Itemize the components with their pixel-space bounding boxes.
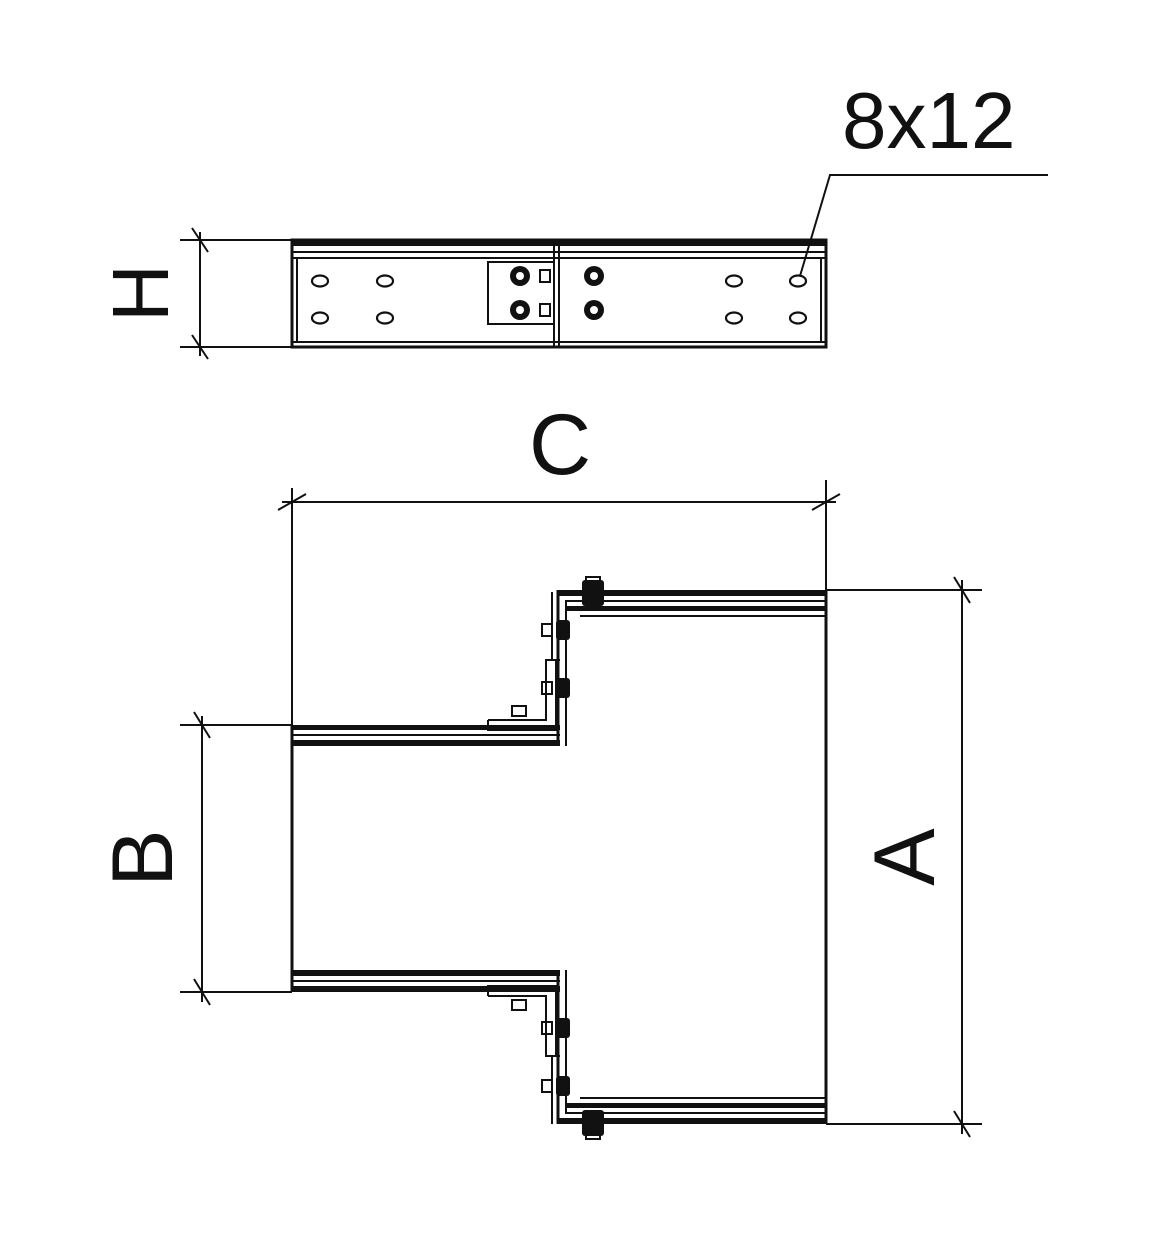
- wide-top-wall-lower: [566, 606, 826, 611]
- bolt-icon: [556, 1018, 570, 1038]
- top-bolts: [511, 576, 604, 717]
- side-elevation-view: H 8x12: [96, 76, 1048, 360]
- nut-icon: [541, 1079, 553, 1093]
- bolt-icon: [556, 1076, 570, 1096]
- wide-top-wall: [558, 590, 826, 596]
- height-label: H: [96, 264, 185, 322]
- dim-a-tick-top: [953, 576, 971, 604]
- hole-size-label: 8x12: [842, 76, 1015, 165]
- nut-icon: [539, 269, 551, 283]
- bolt-center: [516, 306, 524, 314]
- dim-h-tick-bottom: [191, 334, 209, 360]
- nut-icon: [511, 705, 527, 717]
- nut-icon: [541, 681, 553, 695]
- nut-icon: [585, 576, 601, 586]
- bolt-icon: [556, 678, 570, 698]
- slot-hole: [375, 311, 395, 325]
- bolt-icon: [556, 620, 570, 640]
- narrow-top-wall: [292, 725, 560, 730]
- reduced-width-label: B: [95, 829, 191, 886]
- bottom-bolts: [511, 999, 604, 1140]
- dim-h-tick-top: [191, 227, 209, 253]
- hole-size-leader: [799, 174, 1048, 277]
- main-width-label: A: [857, 828, 953, 886]
- slot-hole: [724, 274, 744, 288]
- plan-view: C B A: [95, 397, 982, 1140]
- length-label: C: [529, 397, 591, 493]
- dim-c-tick-right: [811, 493, 841, 511]
- bolt-center: [590, 272, 598, 280]
- wide-bottom-wall-upper: [566, 1103, 826, 1108]
- dim-b-tick-top: [193, 711, 211, 739]
- side-connector-plate: [487, 261, 555, 325]
- dim-c-tick-left: [277, 493, 307, 511]
- slot-hole: [788, 274, 808, 288]
- nut-icon: [539, 303, 551, 317]
- slot-hole: [724, 311, 744, 325]
- bolt-center: [516, 272, 524, 280]
- bolt-icon: [582, 580, 604, 606]
- narrow-bottom-wall-upper: [292, 970, 560, 976]
- nut-icon: [541, 1021, 553, 1035]
- slot-hole: [310, 274, 330, 288]
- bolt-center: [590, 306, 598, 314]
- slot-hole: [375, 274, 395, 288]
- bottom-step-bracket: [551, 1055, 560, 1124]
- slot-hole: [310, 311, 330, 325]
- top-step-bracket: [551, 592, 560, 661]
- bolt-icon: [582, 1110, 604, 1136]
- nut-icon: [511, 999, 527, 1011]
- nut-icon: [585, 1130, 601, 1140]
- narrow-bottom-wall: [292, 986, 560, 992]
- wide-bottom-wall: [558, 1118, 826, 1124]
- slot-hole: [788, 311, 808, 325]
- nut-icon: [541, 623, 553, 637]
- dim-b-tick-bottom: [193, 978, 211, 1006]
- dim-a-tick-bottom: [953, 1110, 971, 1138]
- narrow-top-wall-lower: [292, 740, 560, 746]
